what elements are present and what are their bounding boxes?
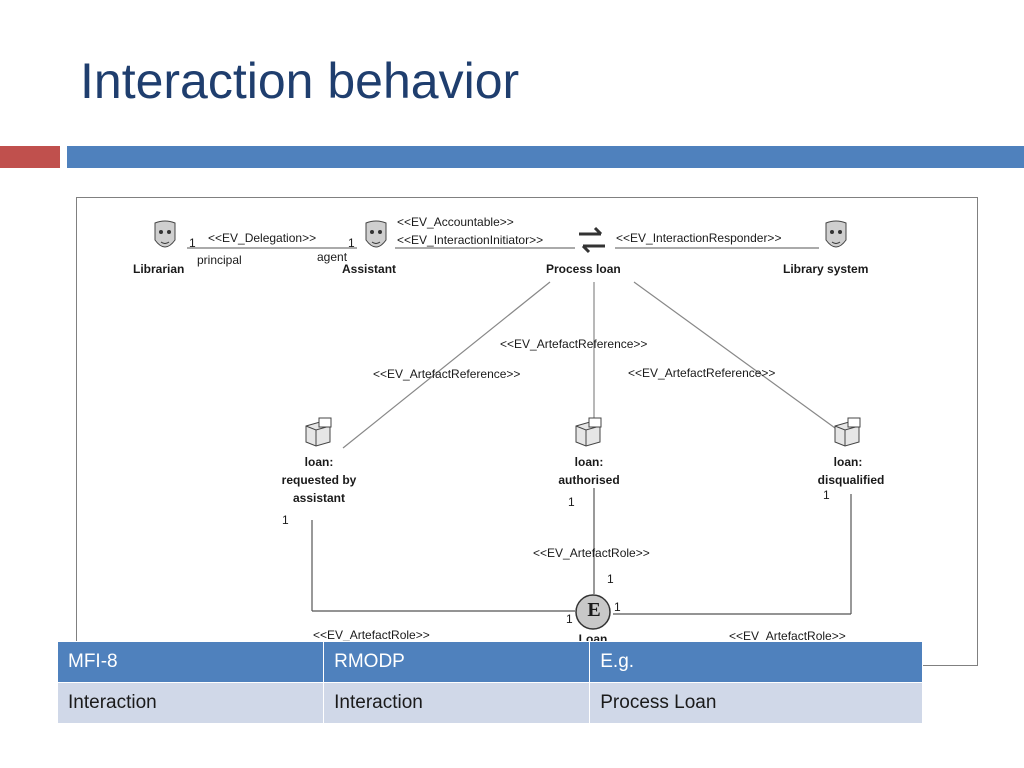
entity-symbol: E [587, 599, 601, 621]
disqualified-line-1: loan: [833, 455, 863, 469]
diagram: Librarian Assistant Library system Proce… [76, 197, 978, 666]
artefact-reference-right: <<EV_ArtefactReference>> [628, 366, 776, 380]
authorised-line-2: authorised [558, 473, 620, 487]
assistant-actor-icon [365, 220, 387, 248]
cell-example: Process Loan [589, 682, 923, 724]
artefact-disqualified-icon [834, 417, 861, 447]
artefact-reference-middle: <<EV_ArtefactReference>> [500, 337, 648, 351]
artefact-role-middle: <<EV_ArtefactRole>> [533, 546, 650, 560]
entity-e-icon [575, 594, 611, 630]
responder-stereotype: <<EV_InteractionResponder>> [616, 231, 782, 245]
agent-role: agent [317, 250, 348, 264]
cell-mfi8: Interaction [56, 682, 325, 724]
artefact-authorised-icon [575, 417, 602, 447]
artefact-reference-left: <<EV_ArtefactReference>> [373, 367, 521, 381]
authorised-line-1: loan: [574, 455, 604, 469]
diagram-lines [187, 247, 852, 615]
header-rmodp: RMODP [323, 641, 591, 683]
disqualified-line-2: disqualified [817, 473, 885, 487]
interaction-arrows-icon [579, 226, 605, 254]
table-header-row: MFI-8 RMODP E.g. [56, 641, 923, 683]
slide-title: Interaction behavior [80, 53, 520, 109]
delegation-stereotype: <<EV_Delegation>> [208, 231, 317, 245]
e-top-multiplicity: 1 [607, 572, 614, 586]
authorised-multiplicity: 1 [568, 495, 575, 509]
disqualified-multiplicity: 1 [823, 488, 830, 502]
accountable-stereotype: <<EV_Accountable>> [397, 215, 514, 229]
librarian-actor-icon [154, 220, 176, 248]
cell-rmodp: Interaction [323, 682, 591, 724]
librarian-multiplicity: 1 [189, 236, 196, 250]
library-system-actor-icon [825, 220, 847, 248]
accent-bar-red [0, 146, 60, 168]
accent-bar-blue [67, 146, 1024, 168]
requested-line-1: loan: [304, 455, 334, 469]
requested-multiplicity: 1 [282, 513, 289, 527]
librarian-label: Librarian [133, 262, 185, 276]
header-example: E.g. [589, 641, 923, 683]
process-loan-label: Process loan [546, 262, 621, 276]
e-left-multiplicity: 1 [566, 612, 573, 626]
artefact-role-left: <<EV_ArtefactRole>> [313, 628, 430, 642]
header-mfi8: MFI-8 [56, 641, 325, 683]
assistant-label: Assistant [342, 262, 397, 276]
e-right-multiplicity: 1 [614, 600, 621, 614]
requested-line-2: requested by [281, 473, 357, 487]
artefact-requested-icon [305, 417, 332, 447]
assistant-multiplicity: 1 [348, 236, 355, 250]
library-system-label: Library system [783, 262, 869, 276]
principal-role: principal [197, 253, 242, 267]
comparison-table: MFI-8 RMODP E.g. Interaction Interaction… [56, 641, 923, 724]
requested-line-3: assistant [292, 491, 346, 505]
initiator-stereotype: <<EV_InteractionInitiator>> [397, 233, 544, 247]
table-row: Interaction Interaction Process Loan [56, 682, 923, 724]
artefact-role-right: <<EV_ArtefactRole>> [729, 629, 846, 643]
